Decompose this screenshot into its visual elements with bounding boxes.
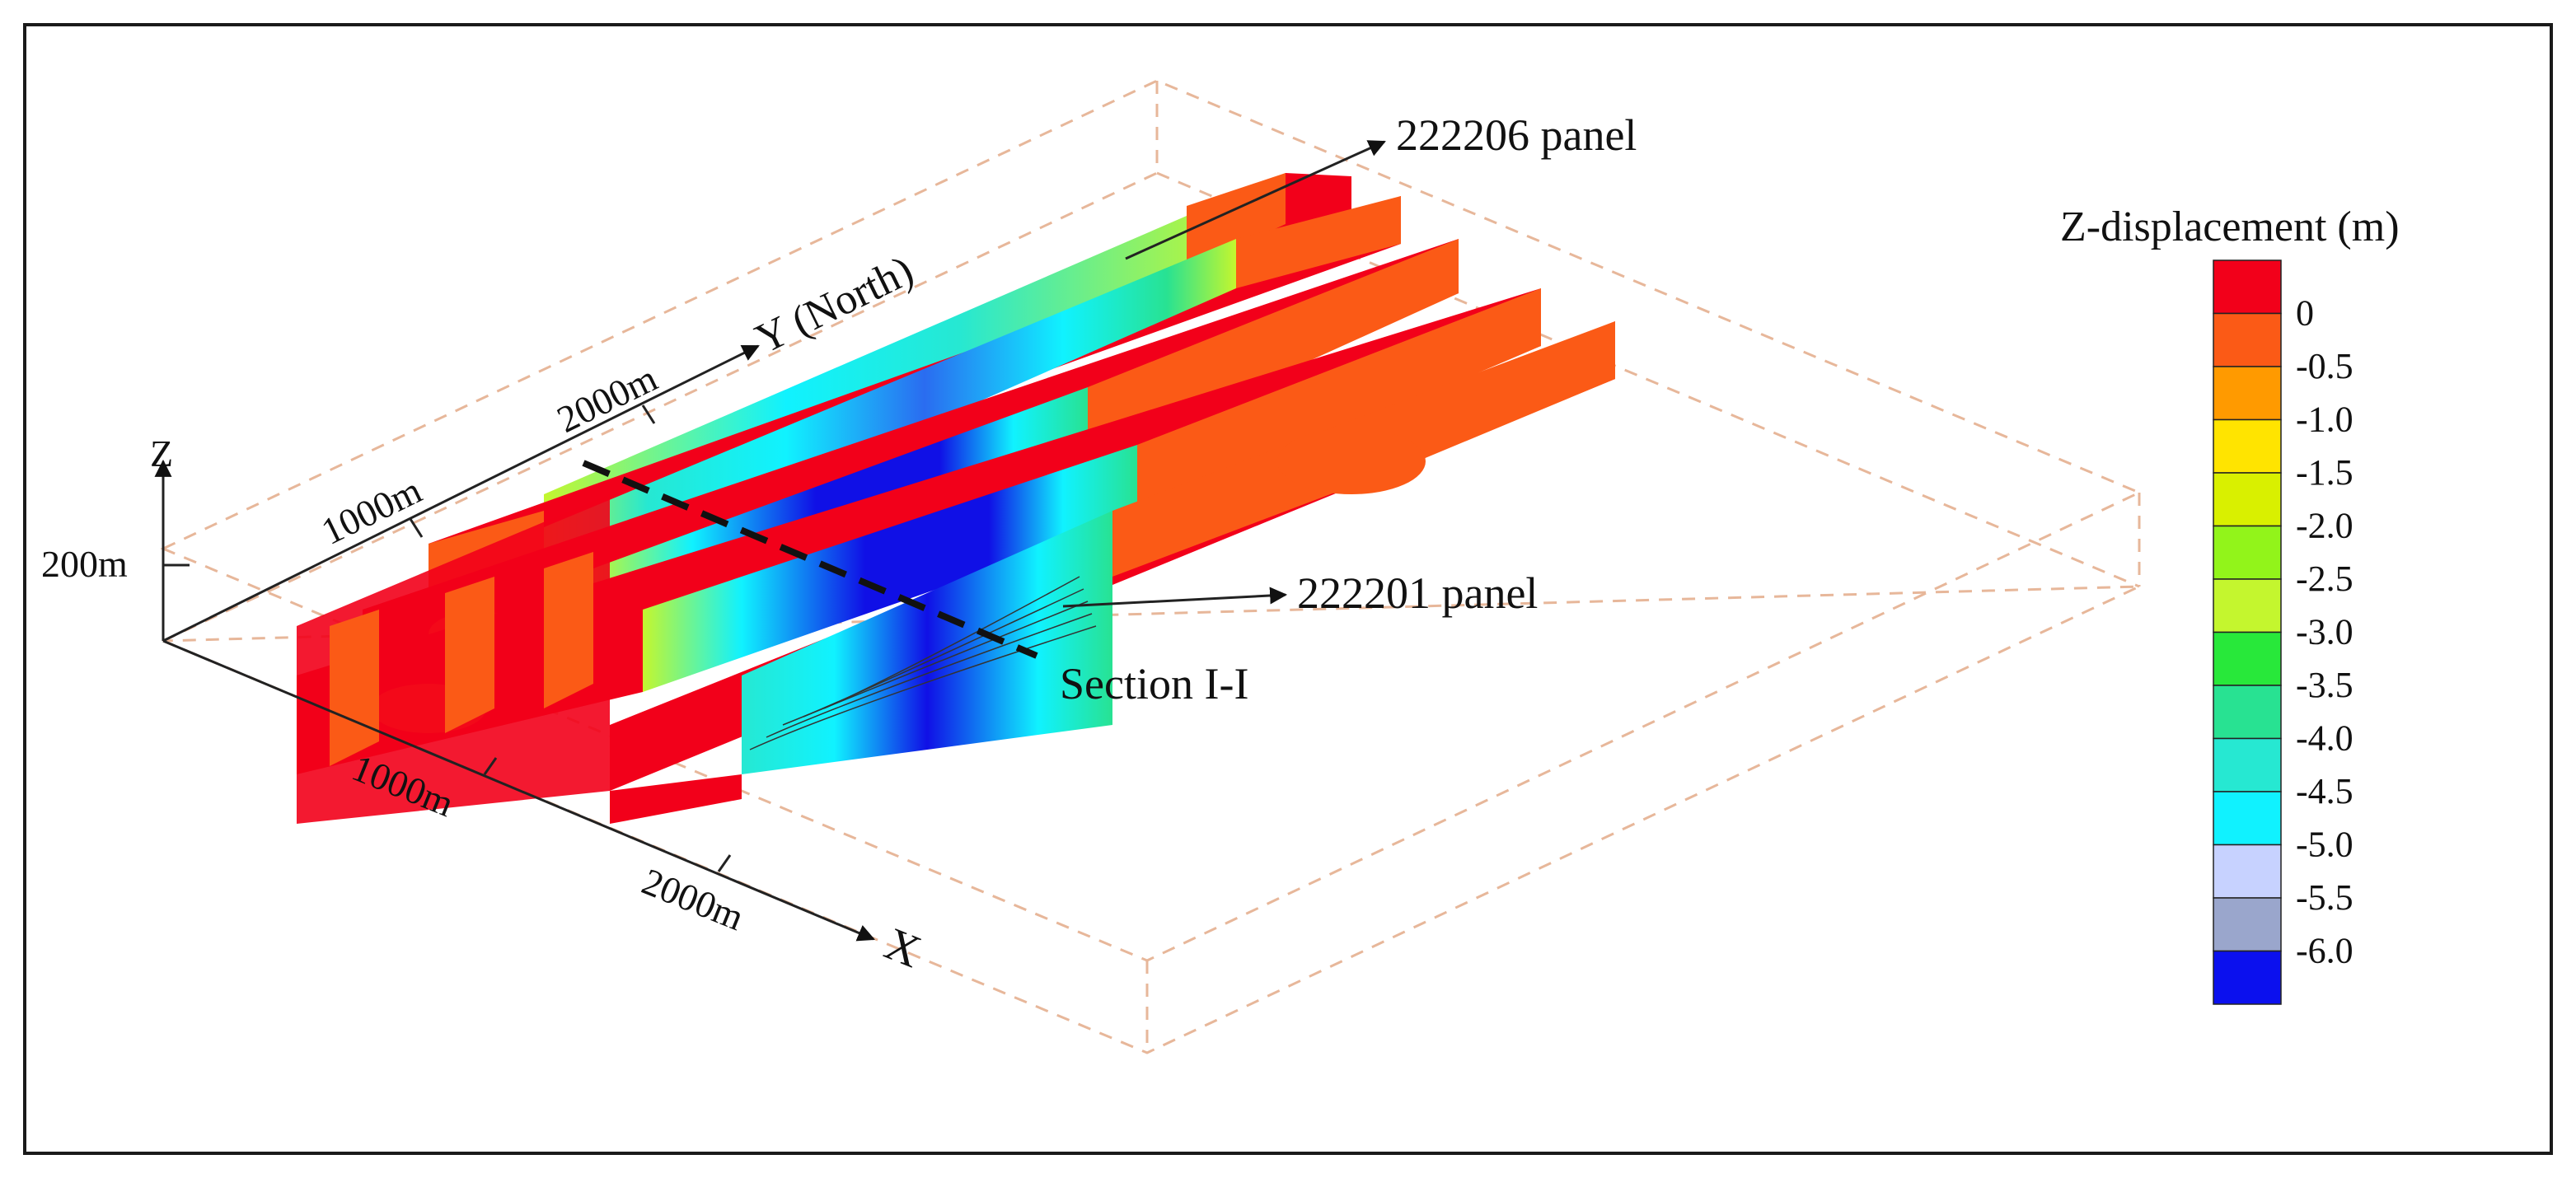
x-axis-label: X [878, 919, 928, 979]
legend-label: -5.0 [2296, 825, 2354, 865]
panel-bottom-leader [1062, 587, 1288, 608]
legend-swatch [2213, 525, 2282, 580]
legend-label: -6.0 [2296, 931, 2354, 971]
legend-swatch [2213, 737, 2282, 792]
legend-swatch [2213, 897, 2282, 952]
legend-swatch [2213, 312, 2282, 367]
legend-swatch [2213, 472, 2282, 527]
legend-label: -5.5 [2296, 877, 2354, 918]
legend-label: -3.0 [2296, 612, 2354, 652]
legend-label: -2.5 [2296, 559, 2354, 599]
annotations: 222206 panel 222201 panel Section I-I [582, 110, 1637, 708]
legend-label: -1.5 [2296, 452, 2354, 493]
z-tick-label: 200m [41, 543, 128, 585]
legend-label: -0.5 [2296, 346, 2354, 386]
legend-swatch [2213, 844, 2282, 899]
legend-swatch [2213, 950, 2282, 1005]
x-axis-line [162, 639, 875, 942]
legend: Z-displacement (m) 0 -0.5 -1.0 -1.5 -2.0 -2.5… [2060, 203, 2400, 1005]
legend-swatch [2213, 366, 2282, 421]
y-tick-label-1000: 1000m [315, 469, 428, 553]
legend-swatch [2213, 685, 2282, 740]
panel-top-label: 222206 panel [1396, 110, 1637, 160]
front-faces [297, 494, 742, 824]
y-tick-mark-2000 [641, 404, 656, 424]
legend-swatch [2213, 418, 2282, 474]
x-tick-mark-2000 [717, 854, 732, 872]
panel-strips [297, 173, 1615, 824]
legend-label: -3.5 [2296, 665, 2354, 705]
x-tick-label-2000: 2000m [636, 860, 750, 938]
y-tick-label-2000: 2000m [550, 357, 663, 441]
legend-labels: 0 -0.5 -1.0 -1.5 -2.0 -2.5 -3.0 -3.5 -4.0 -4.5 -5.… [2296, 293, 2354, 971]
y-axis-line [162, 344, 760, 643]
figure-frame [23, 23, 2553, 1155]
legend-swatch [2213, 578, 2282, 633]
legend-label: -4.0 [2296, 718, 2354, 759]
z-axis-label: Z [150, 432, 173, 474]
panel-top-leader [1125, 140, 1386, 260]
x-tick-mark-1000 [483, 757, 498, 775]
panel-strip-5 [610, 321, 1615, 791]
legend-swatch [2213, 631, 2282, 686]
legend-swatch [2213, 259, 2282, 315]
section-line [582, 460, 1038, 659]
legend-label: -2.0 [2296, 506, 2354, 546]
y-tick-mark-1000 [409, 518, 424, 538]
section-label: Section I-I [1060, 659, 1248, 708]
legend-colorbar [2213, 259, 2282, 1005]
legend-label: -4.5 [2296, 771, 2354, 811]
legend-title: Z-displacement (m) [2060, 203, 2400, 250]
legend-swatch [2213, 791, 2282, 846]
panel-bottom-label: 222201 panel [1297, 568, 1538, 618]
legend-label: 0 [2296, 293, 2314, 334]
legend-label: -1.0 [2296, 400, 2354, 440]
